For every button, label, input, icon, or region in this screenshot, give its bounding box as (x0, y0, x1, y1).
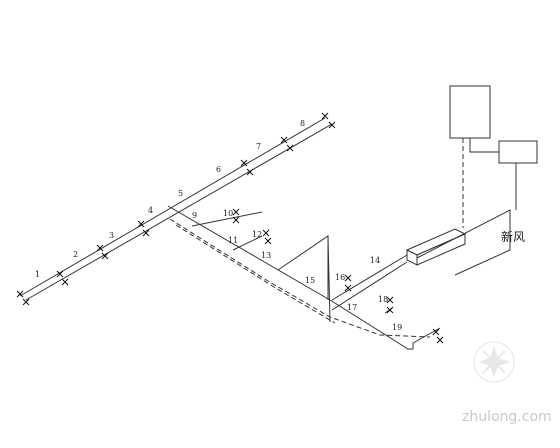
diffuser-icon (61, 278, 69, 286)
watermark-text: zhulong.com (462, 409, 552, 425)
return-duct (169, 218, 431, 338)
diffuser-icon (232, 216, 240, 224)
diffuser-icon (56, 270, 64, 278)
diffusers (16, 112, 444, 344)
segment-label-19: 19 (392, 323, 402, 332)
diffuser-icon (321, 112, 329, 120)
diffuser-icon (240, 159, 248, 167)
diffuser-icon (328, 121, 336, 129)
air-handling-unit-box (449, 85, 491, 139)
segment-label-16: 16 (335, 273, 345, 282)
segment-label-1: 1 (35, 270, 40, 279)
segment-label-15: 15 (305, 276, 315, 285)
segment-labels: 1 2 3 4 5 6 7 8 9 10 11 12 13 14 15 16 1… (35, 119, 402, 332)
diffuser-icon (232, 208, 240, 216)
fan-unit-box (498, 140, 538, 164)
diffuser-icon (264, 237, 272, 245)
diffuser-icon (96, 244, 104, 252)
fresh-air-label: 新风 (501, 229, 525, 244)
diffuser-icon (280, 136, 288, 144)
diffuser-icon (142, 229, 150, 237)
segment-label-13: 13 (261, 251, 271, 260)
segment-label-8: 8 (300, 119, 305, 128)
segment-label-12: 12 (252, 230, 262, 239)
segment-label-10: 10 (223, 209, 233, 218)
segment-label-4: 4 (148, 206, 153, 215)
diffuser-icon (386, 306, 394, 314)
diffuser-icon (344, 284, 352, 292)
segment-label-11: 11 (228, 236, 238, 245)
segment-label-17: 17 (347, 303, 357, 312)
diffuser-icon (22, 298, 30, 306)
diffuser-icon (137, 220, 145, 228)
segment-label-14: 14 (370, 256, 380, 265)
segment-label-3: 3 (109, 231, 114, 240)
fresh-air-unit-box (405, 228, 467, 266)
diffuser-icon (246, 168, 254, 176)
supply-main-duct (19, 117, 333, 301)
diffuser-icon (286, 144, 294, 152)
diffuser-icon (101, 252, 109, 260)
segment-label-7: 7 (256, 142, 261, 151)
riser-shaft (277, 235, 331, 323)
diffuser-icon (432, 328, 440, 336)
segment-label-6: 6 (216, 165, 221, 174)
segment-label-2: 2 (73, 250, 78, 259)
diffuser-icon (16, 290, 24, 298)
diffuser-icon (436, 336, 444, 344)
segment-label-9: 9 (192, 211, 197, 220)
segment-label-18: 18 (378, 295, 388, 304)
watermark-logo-icon (473, 341, 515, 383)
diffuser-icon (386, 296, 394, 304)
fresh-air-connections (331, 138, 517, 311)
diffuser-icon (262, 229, 270, 237)
diffuser-icon (344, 274, 352, 282)
segment-label-5: 5 (178, 189, 183, 198)
